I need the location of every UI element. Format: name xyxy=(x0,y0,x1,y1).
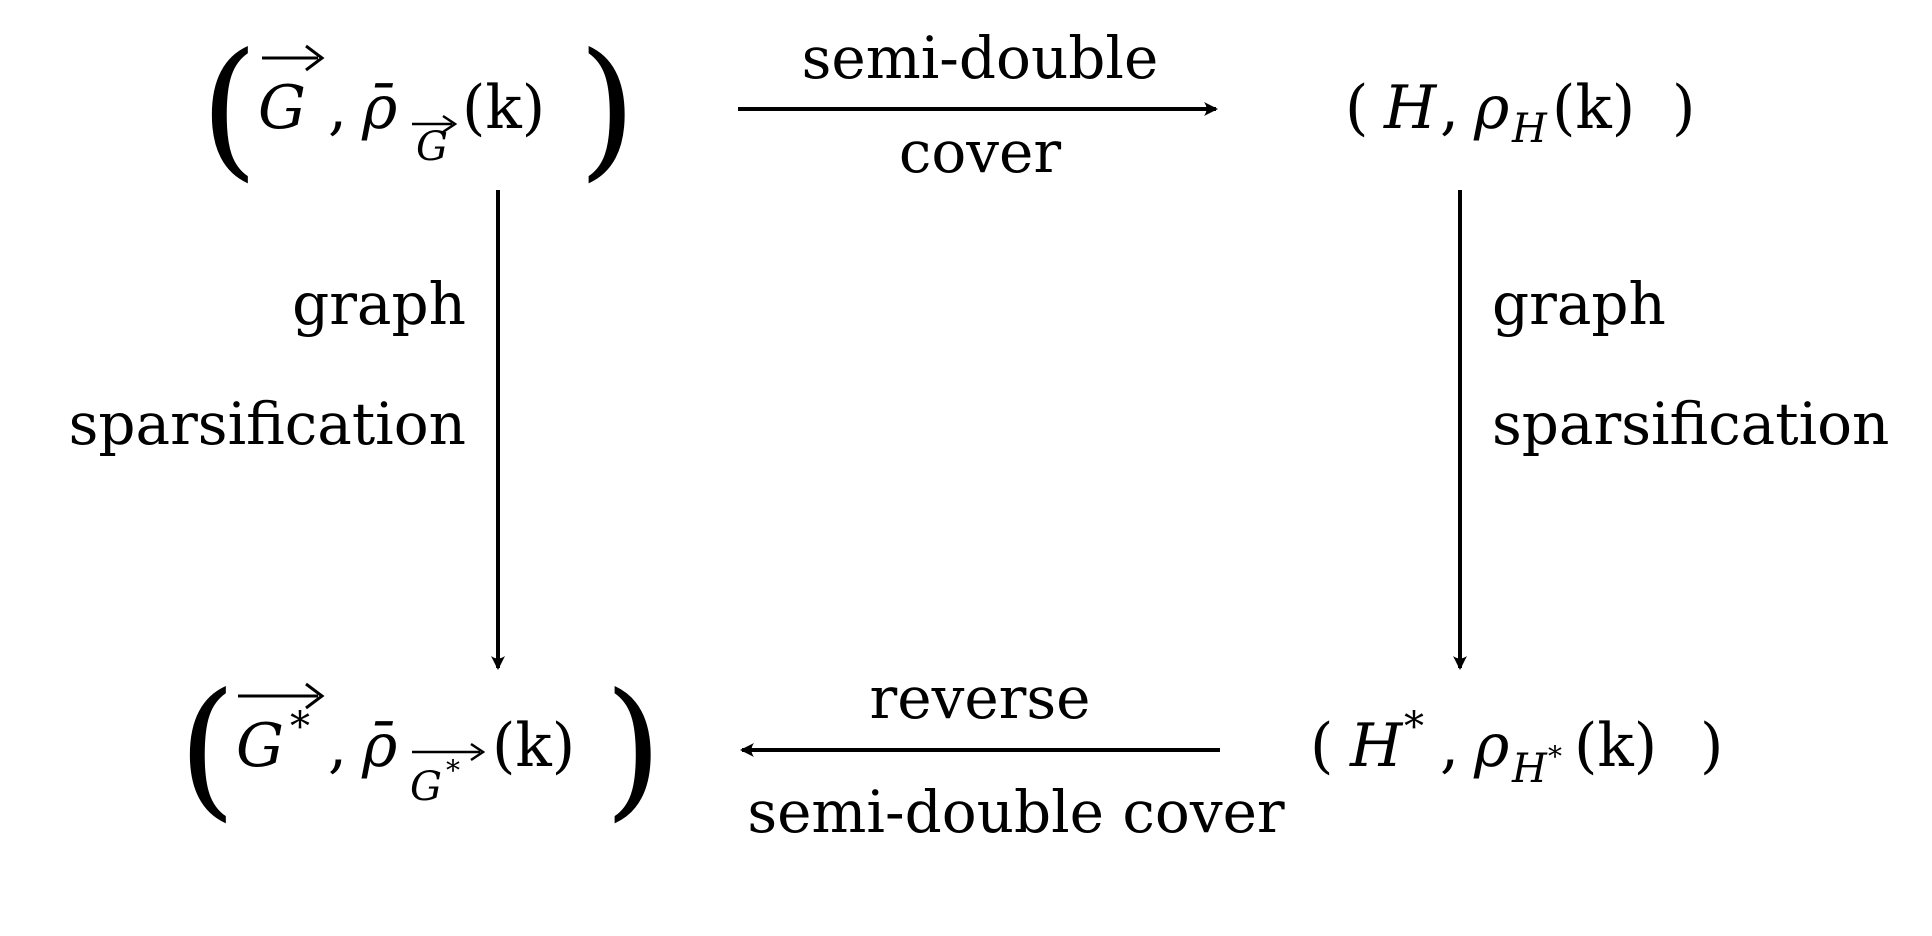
subscript-symbol: H xyxy=(1511,106,1548,152)
edge-top: semi-double cover xyxy=(738,24,1218,186)
argument: (k) xyxy=(462,73,545,143)
graph-symbol: H xyxy=(1349,711,1404,781)
close-paren: ) xyxy=(1672,73,1695,143)
overhead-arrow-icon xyxy=(238,682,325,710)
graph-symbol: G xyxy=(258,73,306,143)
edge-label-line2: sparsification xyxy=(69,390,466,458)
edge-label-line2: cover xyxy=(899,118,1061,186)
close-paren: ) xyxy=(1700,711,1723,781)
star-superscript: * xyxy=(1404,704,1424,750)
edge-right: graph sparsification xyxy=(1453,190,1889,670)
open-paren: ( xyxy=(200,22,259,196)
comma: , xyxy=(328,711,347,781)
node-top-left: ( G , ρ̄ G (k) ) xyxy=(200,22,637,196)
subscript-symbol: H xyxy=(1511,746,1548,792)
edge-label-line2: semi-double cover xyxy=(747,778,1285,846)
edge-label-line1: semi-double xyxy=(802,24,1159,92)
node-bottom-left: ( G * , ρ̄ G * (k) ) xyxy=(178,662,663,836)
close-paren: ) xyxy=(578,22,637,196)
open-paren: ( xyxy=(1345,73,1368,143)
node-bottom-right: ( H * , ρ H * (k) ) xyxy=(1310,704,1723,792)
comma: , xyxy=(1440,711,1459,781)
comma: , xyxy=(1440,73,1459,143)
edge-label-line1: reverse xyxy=(870,664,1091,732)
rho-symbol: ρ xyxy=(1473,711,1509,781)
edge-label-line1: graph xyxy=(292,270,466,338)
rho-bar-symbol: ρ̄ xyxy=(361,711,397,781)
subscript-symbol: G xyxy=(416,124,448,170)
subscript-symbol: G xyxy=(410,764,442,810)
argument: (k) xyxy=(1552,73,1635,143)
graph-symbol: G xyxy=(236,711,284,781)
open-paren: ( xyxy=(178,662,237,836)
rho-symbol: ρ xyxy=(1473,73,1509,143)
edge-label-line2: sparsification xyxy=(1492,390,1889,458)
comma: , xyxy=(328,73,347,143)
sub-overhead-arrow-icon xyxy=(412,742,486,762)
edge-bottom: reverse semi-double cover xyxy=(740,664,1285,846)
subscript-star: * xyxy=(446,754,460,787)
subscript-star: * xyxy=(1548,740,1562,773)
node-top-right: ( H , ρ H (k) ) xyxy=(1345,73,1695,152)
edge-label-line1: graph xyxy=(1492,270,1666,338)
overhead-arrow-icon xyxy=(262,44,325,72)
star-superscript: * xyxy=(290,704,310,750)
sub-overhead-arrow-icon xyxy=(412,114,458,134)
graph-symbol: H xyxy=(1383,73,1438,143)
open-paren: ( xyxy=(1310,711,1333,781)
edge-left: graph sparsification xyxy=(69,190,505,670)
rho-bar-symbol: ρ̄ xyxy=(361,73,397,143)
argument: (k) xyxy=(492,711,575,781)
close-paren: ) xyxy=(604,662,663,836)
argument: (k) xyxy=(1574,711,1657,781)
